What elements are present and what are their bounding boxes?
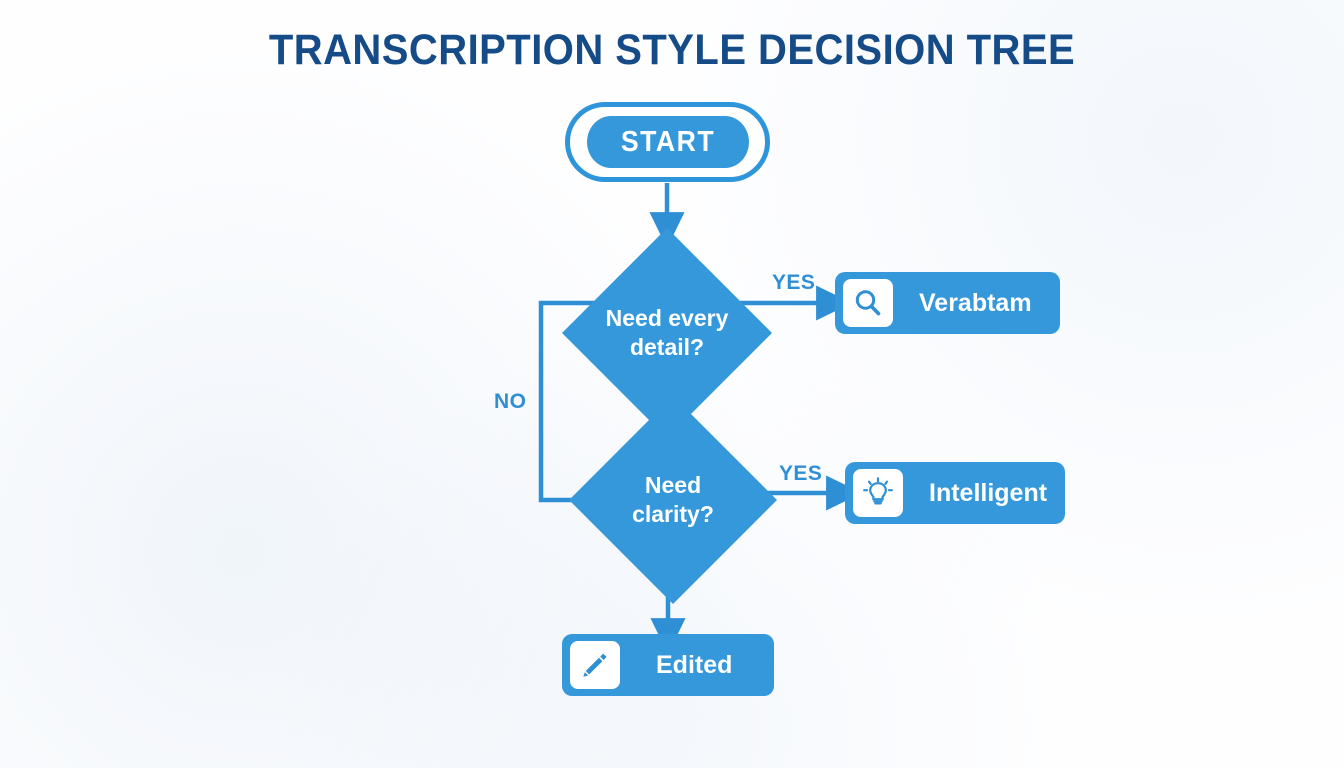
result-card-intelligent[interactable]: Intelligent: [845, 462, 1065, 524]
edge-label-yes-detail: YES: [772, 271, 816, 294]
result-card-label: Verabtam: [919, 288, 1032, 317]
decision-need-clarity[interactable]: Need clarity?: [568, 395, 778, 605]
page-title: TRANSCRIPTION STYLE DECISION TREE: [268, 26, 1076, 74]
start-node[interactable]: START: [565, 102, 770, 182]
pencil-icon: [570, 641, 620, 689]
edge-label-yes-clarity: YES: [779, 462, 823, 485]
start-node-label: START: [586, 116, 749, 168]
diamond-shape: [569, 396, 777, 604]
result-card-label: Edited: [656, 650, 733, 679]
result-card-verbatim[interactable]: Verabtam: [835, 272, 1060, 334]
edge-label-no-detail: NO: [494, 390, 527, 413]
lightbulb-icon: [853, 469, 903, 517]
result-card-edited[interactable]: Edited: [562, 634, 774, 696]
result-card-label: Intelligent: [929, 478, 1048, 507]
magnifier-icon: [843, 279, 893, 327]
